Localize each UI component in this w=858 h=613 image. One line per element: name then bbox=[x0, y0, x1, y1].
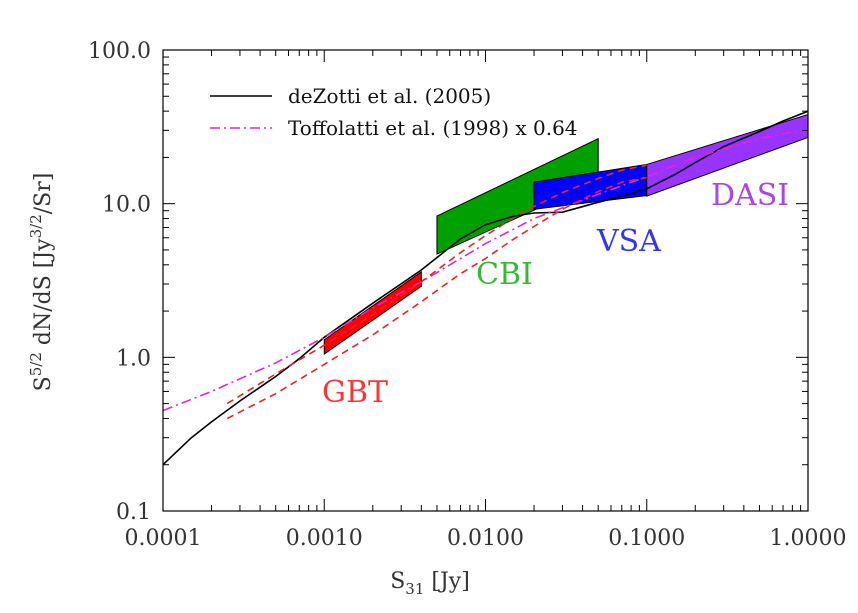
x-tick-label: 0.0010 bbox=[286, 526, 363, 551]
band-label-vsa: VSA bbox=[596, 224, 661, 259]
band-label-dasi: DASI bbox=[711, 178, 789, 213]
band-gbt bbox=[323, 270, 422, 356]
bands-layer bbox=[323, 113, 809, 356]
y-tick-label: 10.0 bbox=[102, 193, 151, 218]
series-line-dezotti-et-al-2005 bbox=[162, 110, 809, 466]
series-line-toffolatti-et-al-1998-x-0-64 bbox=[162, 128, 809, 412]
y-axis-title-sup: 5/2 bbox=[27, 352, 45, 376]
x-axis-title-unit: [Jy] bbox=[431, 569, 469, 594]
x-tick-label: 1.0000 bbox=[770, 526, 847, 551]
y-axis-title-end: /Sr] bbox=[31, 173, 56, 215]
x-tick-label: 0.1000 bbox=[608, 526, 685, 551]
series-layer bbox=[162, 110, 809, 466]
y-axis-title-base: S bbox=[31, 376, 56, 391]
y-tick-label: 1.0 bbox=[116, 346, 151, 371]
series-line-model-3 bbox=[226, 164, 647, 405]
y-axis-title-sup2: 3/2 bbox=[27, 214, 45, 238]
y-tick-label: 100.0 bbox=[88, 39, 151, 64]
ticks-layer: 0.0001 0.0010 0.0100 0.1000 1.0000 0.1 1.0 10.0… bbox=[88, 39, 846, 551]
x-axis-title-sub: 31 bbox=[405, 580, 424, 598]
y-tick-label: 0.1 bbox=[116, 500, 151, 525]
x-tick-label: 0.0100 bbox=[447, 526, 524, 551]
x-axis-title: S31 [Jy] bbox=[390, 569, 470, 598]
legend: deZotti et al. (2005) Toffolatti et al. … bbox=[210, 84, 578, 140]
band-label-gbt: GBT bbox=[322, 375, 388, 410]
x-tick-label: 0.0001 bbox=[125, 526, 202, 551]
y-axis-title: S5/2 dN/dS [Jy3/2/Sr] bbox=[27, 173, 56, 392]
legend-label-toffolatti: Toffolatti et al. (1998) x 0.64 bbox=[288, 116, 578, 140]
series-line-model-2 bbox=[226, 176, 647, 420]
y-axis-title-mid: dN/dS [Jy bbox=[31, 238, 56, 345]
legend-label-dezotti: deZotti et al. (2005) bbox=[288, 84, 491, 108]
x-axis-title-base: S bbox=[390, 569, 405, 594]
band-label-cbi: CBI bbox=[476, 257, 533, 292]
